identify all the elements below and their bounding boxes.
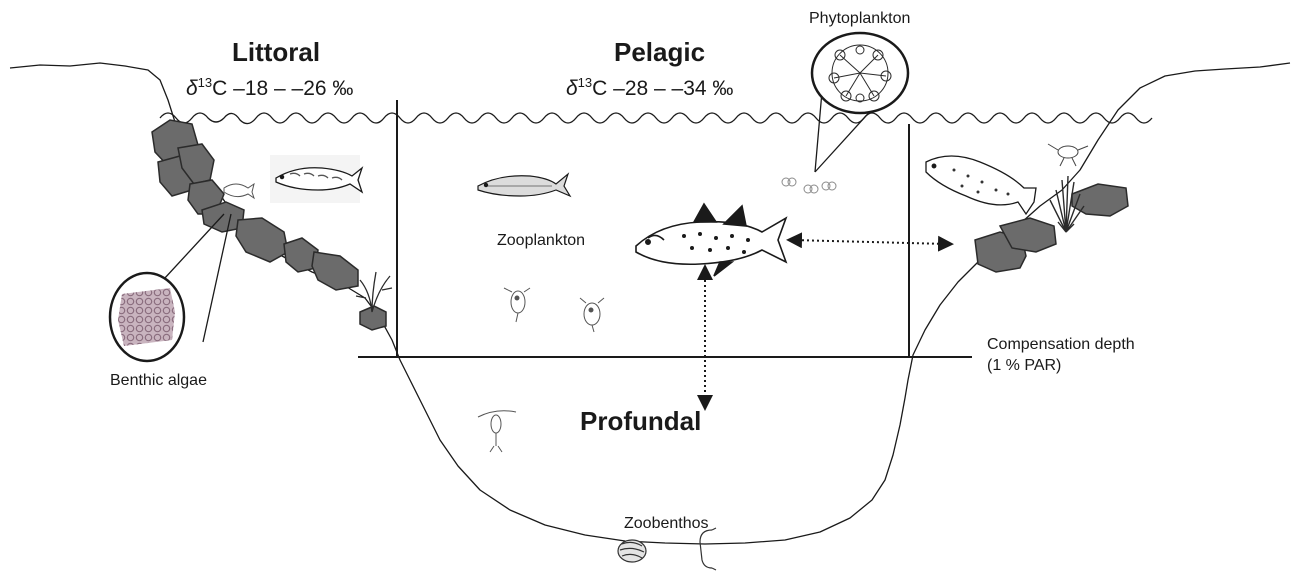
profundal-zone-label: Profundal <box>580 406 701 437</box>
small-littoral-fish-icon <box>224 184 254 198</box>
chironomid-larva-icon <box>700 528 716 570</box>
pelagic-delta-symbol: δ <box>566 77 578 100</box>
littoral-isotope-values: C –18 – –26 ‰ <box>212 77 353 100</box>
water-surface <box>160 113 1152 124</box>
benthic-algae-callout <box>110 214 231 361</box>
zoobenthos-label: Zoobenthos <box>624 515 709 533</box>
littoral-delta-symbol: δ <box>186 77 198 100</box>
pelagic-isotope-mass: 13 <box>578 75 592 90</box>
littoral-plant <box>356 272 392 312</box>
pelagic-zone-label: Pelagic <box>614 37 705 68</box>
littoral-isotope-range: δ13C –18 – –26 ‰ <box>186 75 353 101</box>
copepod-icon <box>478 411 516 452</box>
mussel-icon <box>618 540 646 562</box>
littoral-isotope-mass: 13 <box>198 75 212 90</box>
zooplankton-icon-b <box>580 298 604 332</box>
phytoplankton-cells <box>782 178 836 193</box>
right-trout-icon <box>926 156 1036 214</box>
pelagic-isotope-range: δ13C –28 – –34 ‰ <box>566 75 733 101</box>
pelagic-isotope-values: C –28 – –34 ‰ <box>592 77 733 100</box>
pike-fish-icon <box>270 155 362 203</box>
zooplankton-label: Zooplankton <box>497 232 585 250</box>
whitefish-icon <box>478 174 570 196</box>
compensation-par-label: (1 % PAR) <box>987 357 1061 375</box>
horizontal-exchange-arrow <box>792 240 948 244</box>
zooplankton-icon-a <box>504 288 530 322</box>
lake-basin-outline <box>10 63 1290 544</box>
littoral-zone-label: Littoral <box>232 37 320 68</box>
benthic-algae-label: Benthic algae <box>110 372 207 390</box>
compensation-depth-label: Compensation depth <box>987 336 1135 354</box>
phytoplankton-label: Phytoplankton <box>809 10 910 28</box>
trout-fish-icon <box>636 204 786 276</box>
phytoplankton-callout <box>782 33 908 193</box>
littoral-rocks <box>152 120 386 330</box>
right-zooplankton-icon <box>1048 144 1088 166</box>
